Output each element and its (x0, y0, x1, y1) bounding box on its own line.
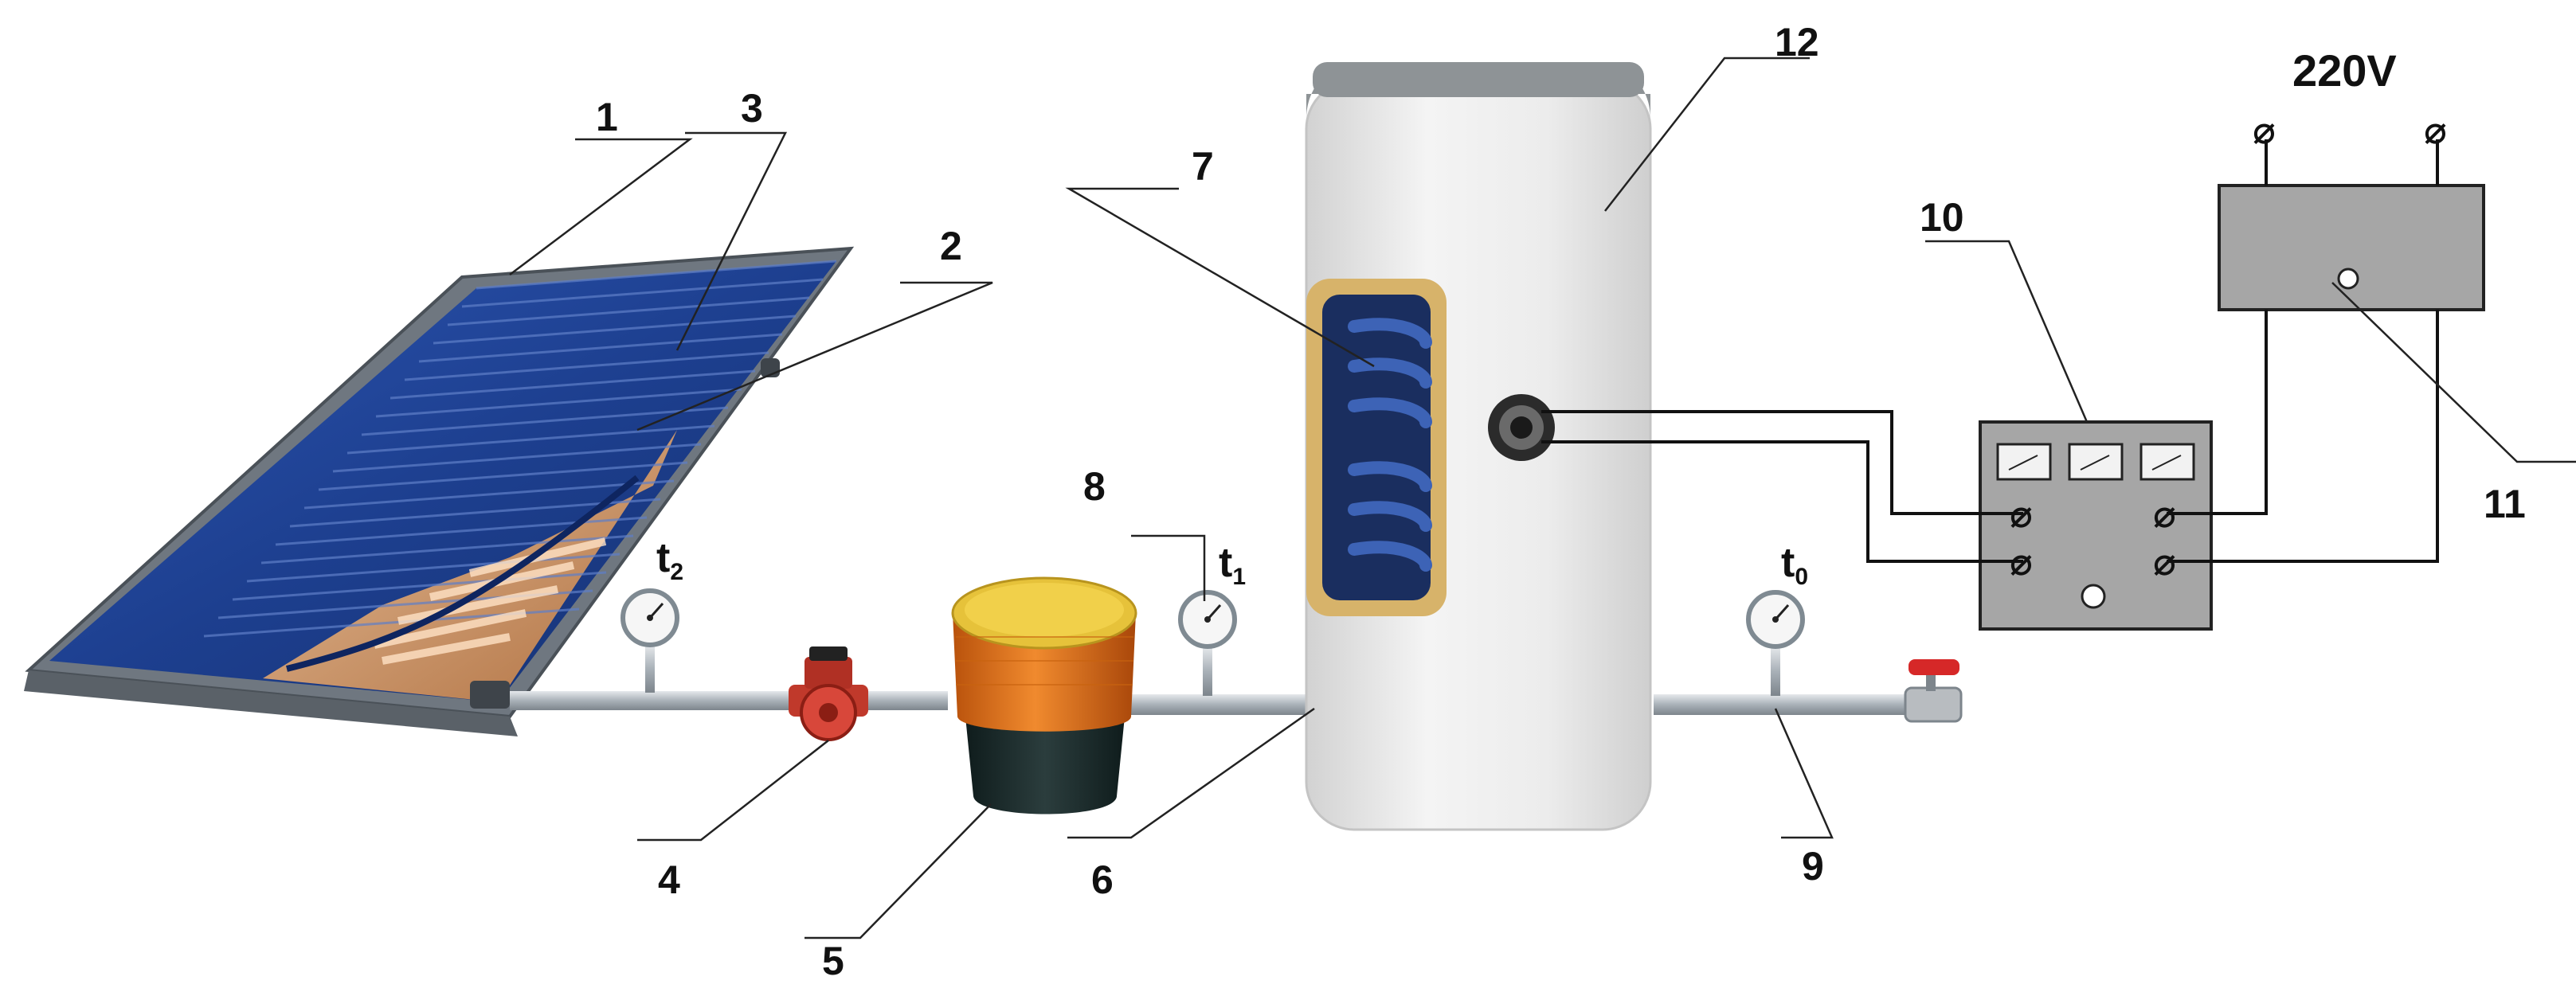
circulation-pump (789, 646, 868, 741)
thermometer-t0 (1746, 590, 1805, 649)
terminal-symbol: ⌀ (2424, 108, 2447, 153)
label-3: 3 (741, 86, 763, 131)
terminal-symbol: ⌀ (2010, 540, 2033, 584)
label-5: 5 (822, 939, 844, 983)
power-supply-unit (2218, 184, 2485, 311)
voltage-label: 220V (2292, 45, 2397, 96)
label-7: 7 (1192, 144, 1214, 189)
label-t0: t0 (1781, 540, 1808, 590)
solar-collector (24, 246, 855, 736)
terminal-symbol: ⌀ (2153, 492, 2176, 537)
wiring (1541, 139, 2439, 563)
label-9: 9 (1802, 844, 1824, 889)
heat-storage-unit (951, 576, 1137, 814)
label-8: 8 (1083, 464, 1106, 509)
label-t2: t2 (656, 535, 683, 585)
label-6: 6 (1091, 857, 1114, 902)
label-t1: t1 (1219, 540, 1246, 590)
leader-lines (509, 57, 2576, 939)
control-unit (1979, 420, 2213, 631)
temperature-labels: t2 t1 t0 (656, 535, 1808, 590)
terminal-symbol: ⌀ (2153, 540, 2176, 584)
storage-tank (1305, 62, 1652, 831)
collector-fins (203, 260, 837, 638)
label-1: 1 (596, 95, 618, 139)
label-12: 12 (1775, 20, 1819, 64)
label-10: 10 (1920, 195, 1964, 240)
thermometer-t2 (621, 588, 679, 647)
label-11: 11 (2484, 482, 2526, 526)
terminal-symbol: ⌀ (2010, 492, 2033, 537)
callout-labels: 1 3 2 7 8 12 10 11 4 5 6 9 (596, 20, 2526, 983)
outlet-valve (1904, 659, 1963, 723)
pipework (510, 645, 1909, 715)
thermometer-t1 (1178, 590, 1237, 649)
terminals: ⌀ ⌀ ⌀ ⌀ ⌀ ⌀ (2010, 108, 2447, 584)
heat-exchanger-coil (1348, 318, 1432, 572)
label-2: 2 (940, 224, 962, 268)
terminal-symbol: ⌀ (2253, 108, 2276, 153)
label-4: 4 (658, 857, 680, 902)
